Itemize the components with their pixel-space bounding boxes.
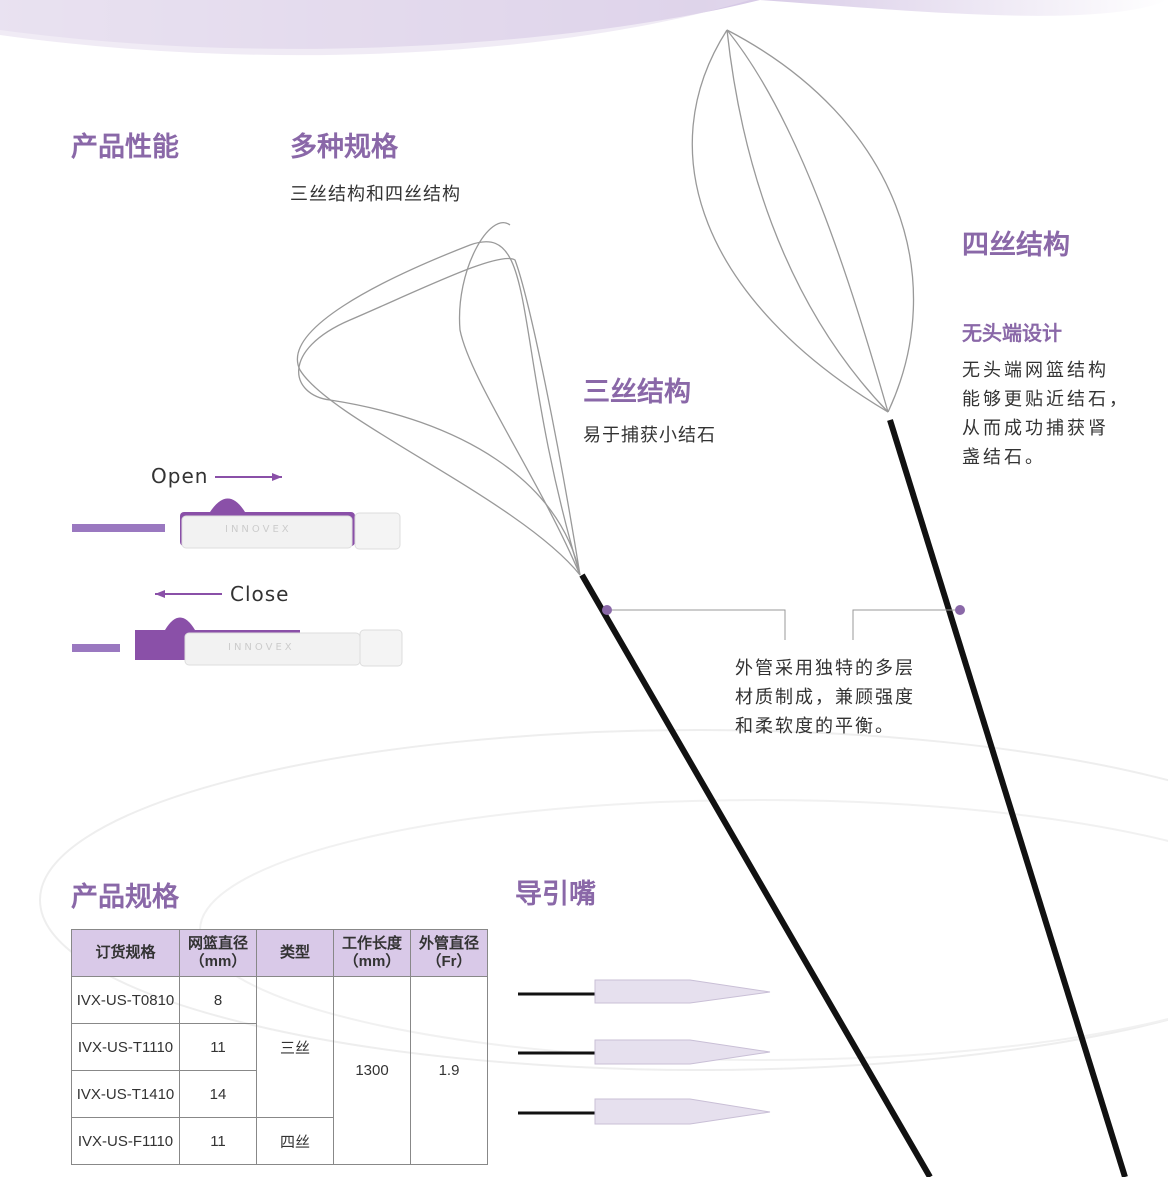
- section-title-performance: 产品性能: [71, 132, 179, 163]
- tipless-title: 无头端设计: [962, 321, 1062, 345]
- brand-logo: INNOVEX: [228, 642, 295, 653]
- col-header: 网篮直径（mm）: [179, 929, 257, 977]
- guide-title: 导引嘴: [515, 879, 596, 910]
- col-header: 类型: [256, 929, 334, 977]
- close-label: Close: [230, 582, 290, 606]
- brand-logo: INNOVEX: [225, 524, 292, 535]
- tipless-body: 无头端网篮结构能够更贴近结石，从而成功捕获肾盏结石。: [962, 360, 1130, 468]
- col-header: 外管直径（Fr）: [410, 929, 488, 977]
- three-wire-title: 三丝结构: [583, 377, 691, 408]
- handle-open: [72, 498, 401, 550]
- spec-table: 订货规格 网篮直径（mm） 类型 工作长度（mm） 外管直径（Fr） IVX-U…: [71, 929, 488, 1165]
- three-wire-sheath: [579, 573, 933, 1177]
- col-header: 订货规格: [71, 929, 180, 977]
- four-wire-sheath: [887, 419, 1128, 1177]
- col-header: 工作长度（mm）: [333, 929, 411, 977]
- handle-close: [72, 617, 403, 667]
- three-wire-basket: [296, 222, 581, 576]
- variety-subtitle: 三丝结构和四丝结构: [290, 184, 461, 205]
- section-title-variety: 多种规格: [290, 132, 398, 163]
- four-wire-basket: [691, 29, 915, 413]
- open-label: Open: [151, 464, 209, 488]
- three-wire-subtitle: 易于捕获小结石: [583, 425, 716, 446]
- guide-tips: [518, 979, 771, 1125]
- sheath-body: 外管采用独特的多层材质制成，兼顾强度和柔软度的平衡。: [735, 658, 915, 737]
- spec-title: 产品规格: [71, 882, 179, 913]
- four-wire-title: 四丝结构: [962, 230, 1070, 261]
